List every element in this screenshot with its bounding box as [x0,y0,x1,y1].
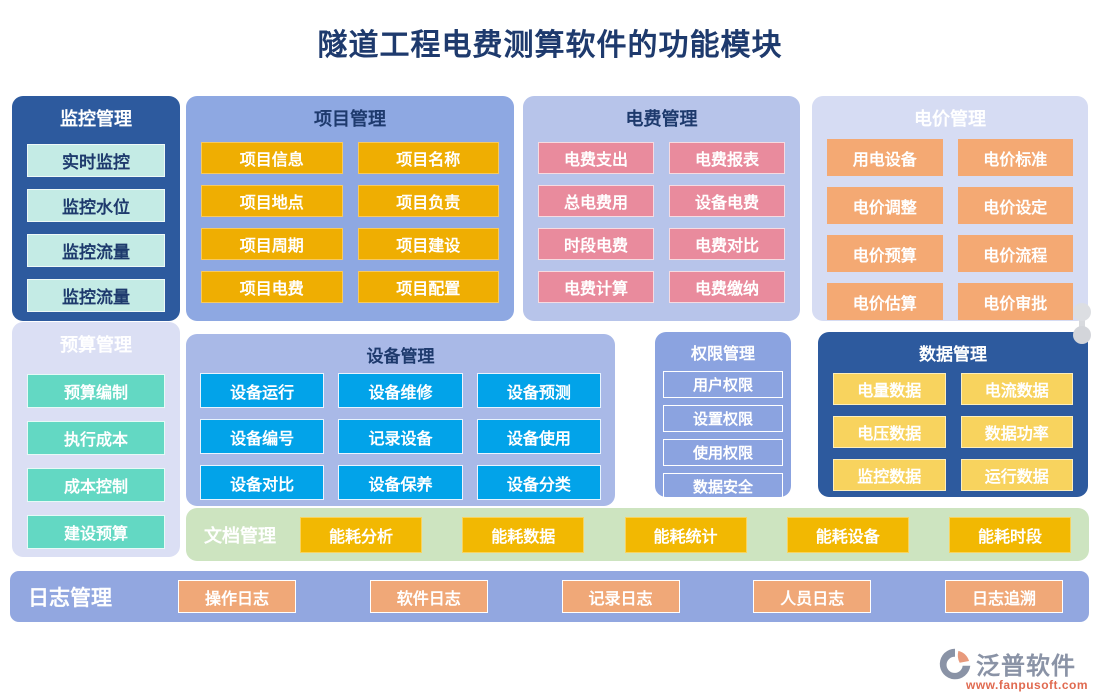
device-buttons: 设备运行 设备维修 设备预测 设备编号 记录设备 设备使用 设备对比 设备保养 … [186,367,615,500]
panel-project: 项目管理 项目信息 项目名称 项目地点 项目负责 项目周期 项目建设 项目电费 … [186,96,514,321]
project-button[interactable]: 项目建设 [357,228,499,260]
document-button[interactable]: 能耗统计 [624,516,747,553]
monitoring-button[interactable]: 监控水位 [27,189,165,222]
panel-electricity-fee-title: 电费管理 [625,109,698,129]
electricity-fee-button[interactable]: 设备电费 [669,185,785,217]
budget-button[interactable]: 成本控制 [27,468,165,502]
electricity-fee-button[interactable]: 时段电费 [538,228,654,260]
panel-electricity-price: 电价管理 用电设备 电价标准 电价调整 电价设定 电价预算 电价流程 电价估算 … [812,96,1088,321]
data-buttons: 电量数据 电流数据 电压数据 数据功率 监控数据 运行数据 [818,365,1088,491]
electricity-fee-button[interactable]: 电费支出 [538,142,654,174]
budget-button[interactable]: 执行成本 [27,421,165,455]
log-button[interactable]: 记录日志 [561,580,680,613]
project-button[interactable]: 项目地点 [201,185,343,217]
device-button[interactable]: 设备使用 [476,419,601,454]
electricity-price-button[interactable]: 用电设备 [827,139,943,176]
data-button[interactable]: 运行数据 [960,459,1073,491]
project-button[interactable]: 项目配置 [357,271,499,303]
document-button[interactable]: 能耗设备 [786,516,909,553]
electricity-price-button[interactable]: 电价估算 [827,283,943,320]
fanpu-logo-icon [939,648,971,679]
panel-project-title: 项目管理 [314,109,386,129]
panel-monitoring: 监控管理 实时监控 监控水位 监控流量 监控流量 [12,96,180,321]
panel-device-title: 设备管理 [366,347,435,366]
electricity-price-button[interactable]: 电价标准 [957,139,1073,176]
document-button[interactable]: 能耗时段 [949,516,1071,553]
budget-button[interactable]: 建设预算 [27,515,165,549]
data-button[interactable]: 电量数据 [833,373,946,405]
device-button[interactable]: 设备保养 [338,465,463,500]
log-button[interactable]: 操作日志 [178,580,296,613]
electricity-price-button[interactable]: 电价流程 [957,235,1073,272]
electricity-price-button[interactable]: 电价调整 [827,187,943,224]
project-button[interactable]: 项目周期 [201,228,343,260]
project-button[interactable]: 项目电费 [201,271,343,303]
panel-permission-title: 权限管理 [690,346,755,363]
permission-buttons: 用户权限 设置权限 使用权限 数据安全 [655,364,791,500]
document-button[interactable]: 能耗分析 [300,516,422,553]
data-button[interactable]: 数据功率 [960,416,1073,448]
data-button[interactable]: 电压数据 [833,416,946,448]
device-button[interactable]: 记录设备 [338,419,463,454]
electricity-fee-button[interactable]: 电费报表 [669,142,785,174]
brand-name: 泛普软件 [976,654,1076,680]
device-button[interactable]: 设备运行 [200,373,325,408]
panel-log: 日志管理 操作日志 软件日志 记录日志 人员日志 日志追溯 [10,571,1089,622]
electricity-fee-button[interactable]: 电费计算 [538,271,654,303]
electricity-fee-button[interactable]: 电费对比 [669,228,785,260]
device-button[interactable]: 设备对比 [200,465,325,500]
document-button[interactable]: 能耗数据 [462,516,585,553]
log-button[interactable]: 人员日志 [753,580,872,613]
panel-document-title: 文档管理 [204,525,276,546]
device-button[interactable]: 设备预测 [476,373,601,408]
permission-button[interactable]: 用户权限 [663,371,783,398]
budget-buttons: 预算编制 执行成本 成本控制 建设预算 [12,357,180,549]
data-button[interactable]: 监控数据 [833,459,946,491]
project-button[interactable]: 项目名称 [357,142,499,174]
project-buttons: 项目信息 项目名称 项目地点 项目负责 项目周期 项目建设 项目电费 项目配置 [186,131,514,303]
monitoring-button[interactable]: 监控流量 [27,279,165,312]
electricity-price-button[interactable]: 电价预算 [827,235,943,272]
monitoring-button[interactable]: 监控流量 [27,234,165,267]
log-button[interactable]: 软件日志 [369,580,488,613]
electricity-fee-button[interactable]: 总电费用 [538,185,654,217]
device-button[interactable]: 设备维修 [338,373,463,408]
document-buttons: 能耗分析 能耗数据 能耗统计 能耗设备 能耗时段 [300,516,1071,553]
panel-device: 设备管理 设备运行 设备维修 设备预测 设备编号 记录设备 设备使用 设备对比 … [186,334,615,506]
electricity-fee-buttons: 电费支出 电费报表 总电费用 设备电费 时段电费 电费对比 电费计算 电费缴纳 [523,131,800,303]
device-button[interactable]: 设备编号 [200,419,325,454]
panel-budget: 预算管理 预算编制 执行成本 成本控制 建设预算 [12,322,180,557]
panel-budget-title: 预算管理 [60,335,132,355]
panel-log-title: 日志管理 [28,585,112,610]
log-button[interactable]: 日志追溯 [945,580,1063,613]
electricity-price-buttons: 用电设备 电价标准 电价调整 电价设定 电价预算 电价流程 电价估算 电价审批 [812,131,1088,320]
permission-button[interactable]: 设置权限 [663,405,783,432]
project-button[interactable]: 项目负责 [357,185,499,217]
brand-logo: 泛普软件 www.fanpusoft.com [938,646,1098,692]
device-button[interactable]: 设备分类 [476,465,601,500]
electricity-fee-button[interactable]: 电费缴纳 [669,271,785,303]
page-title: 隧道工程电费测算软件的功能模块 [317,29,783,62]
monitoring-buttons: 实时监控 监控水位 监控流量 监控流量 [12,131,180,312]
project-button[interactable]: 项目信息 [201,142,343,174]
log-buttons: 操作日志 软件日志 记录日志 人员日志 日志追溯 [178,580,1063,613]
budget-button[interactable]: 预算编制 [27,374,165,408]
panel-data-title: 数据管理 [919,345,987,364]
panel-monitoring-title: 监控管理 [60,109,132,129]
panel-document: 文档管理 能耗分析 能耗数据 能耗统计 能耗设备 能耗时段 [186,508,1089,561]
electricity-price-button[interactable]: 电价设定 [957,187,1073,224]
panel-permission: 权限管理 用户权限 设置权限 使用权限 数据安全 [655,332,791,500]
brand-website[interactable]: www.fanpusoft.com [966,678,1089,692]
data-button[interactable]: 电流数据 [960,373,1073,405]
panel-data: 数据管理 电量数据 电流数据 电压数据 数据功率 监控数据 运行数据 [818,332,1088,497]
panel-electricity-fee: 电费管理 电费支出 电费报表 总电费用 设备电费 时段电费 电费对比 电费计算 … [523,96,800,321]
permission-button[interactable]: 使用权限 [663,439,783,466]
panel-electricity-price-title: 电价管理 [914,109,986,129]
electricity-price-button[interactable]: 电价审批 [957,283,1073,320]
monitoring-button[interactable]: 实时监控 [27,144,165,177]
permission-button[interactable]: 数据安全 [663,473,783,500]
